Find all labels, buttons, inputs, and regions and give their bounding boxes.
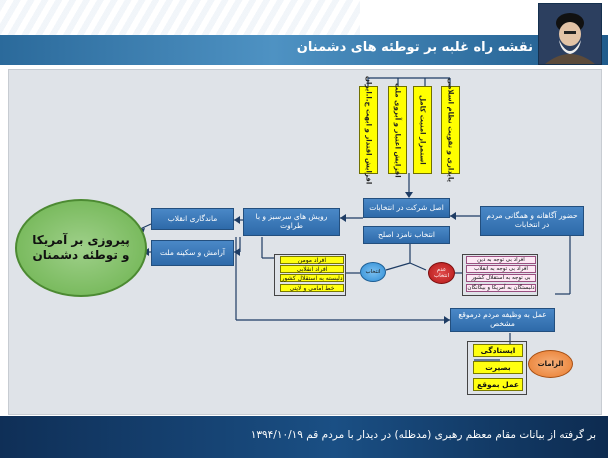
- header: نقشه راه غلبه بر توطئه های دشمنان: [0, 0, 608, 66]
- pink-list-item: افراد بی توجه به دین: [466, 256, 536, 264]
- requirements-frame: [467, 341, 527, 395]
- pink-list-item: افراد بی توجه به انقلاب: [466, 265, 536, 273]
- lasting-revolution-box: ماندگاری انقلاب: [151, 208, 234, 230]
- people-presence-box: حضور آگاهانه و همگانی مردم در انتخابات: [480, 206, 584, 236]
- portrait-image: [538, 3, 602, 65]
- resilience-box: رویش های سرسبز و با طراوت: [243, 208, 340, 236]
- yellow-list-item: خط امامی و لایتی: [280, 284, 344, 292]
- vertical-item-4: افزایش اقتدار و ابهت ج.ا.ایران: [359, 76, 378, 184]
- yellow-list-frame: [274, 254, 346, 296]
- requirement-item: بصیرت: [473, 361, 523, 374]
- header-band: [0, 35, 608, 65]
- yellow-list-item: افراد انقلابی: [280, 265, 344, 273]
- header-pattern: [0, 0, 360, 35]
- page-title: نقشه راه غلبه بر توطئه های دشمنان: [296, 40, 533, 55]
- vertical-item-3: افزایش اعتبار و آبروی ملت: [388, 83, 407, 177]
- participation-box: اصل شرکت در انتخابات: [363, 198, 450, 218]
- vertical-item-2: استمرار امنیت کامل: [413, 86, 432, 174]
- election-ellipse: انتخاب: [360, 262, 386, 282]
- best-candidate-box: انتخاب نامزد اصلح: [363, 226, 450, 244]
- requirement-item: ایستادگی: [473, 344, 523, 357]
- requirements-ellipse: الزامات: [528, 350, 573, 378]
- pink-list-item: دلبستگان به آمریکا و بیگانگان: [466, 284, 536, 292]
- vertical-item-1: پایداری و تقویت نظام اسلامی: [441, 78, 460, 182]
- footer-caption: بر گرفته از بیانات مقام معظم رهبری (مدظل…: [250, 429, 596, 441]
- requirement-item: عمل بموقع: [473, 378, 523, 391]
- calm-nation-box: آرامش و سکینه ملت: [151, 240, 234, 266]
- duty-box: عمل به وظیفه مردم درموقع مشخص: [450, 308, 555, 332]
- pink-list-frame: [462, 254, 538, 296]
- footer: بر گرفته از بیانات مقام معظم رهبری (مدظل…: [0, 416, 608, 458]
- yellow-list-item: دلبسته به استقلال کشور: [280, 274, 344, 282]
- no-election-ellipse: عدم انتخاب: [428, 262, 455, 284]
- victory-ellipse: پیروزی بر آمریکا و توطئه دشمنان: [15, 199, 147, 297]
- pink-list-item: بی توجه به استقلال کشور: [466, 274, 536, 282]
- yellow-list-item: افراد مومن: [280, 256, 344, 264]
